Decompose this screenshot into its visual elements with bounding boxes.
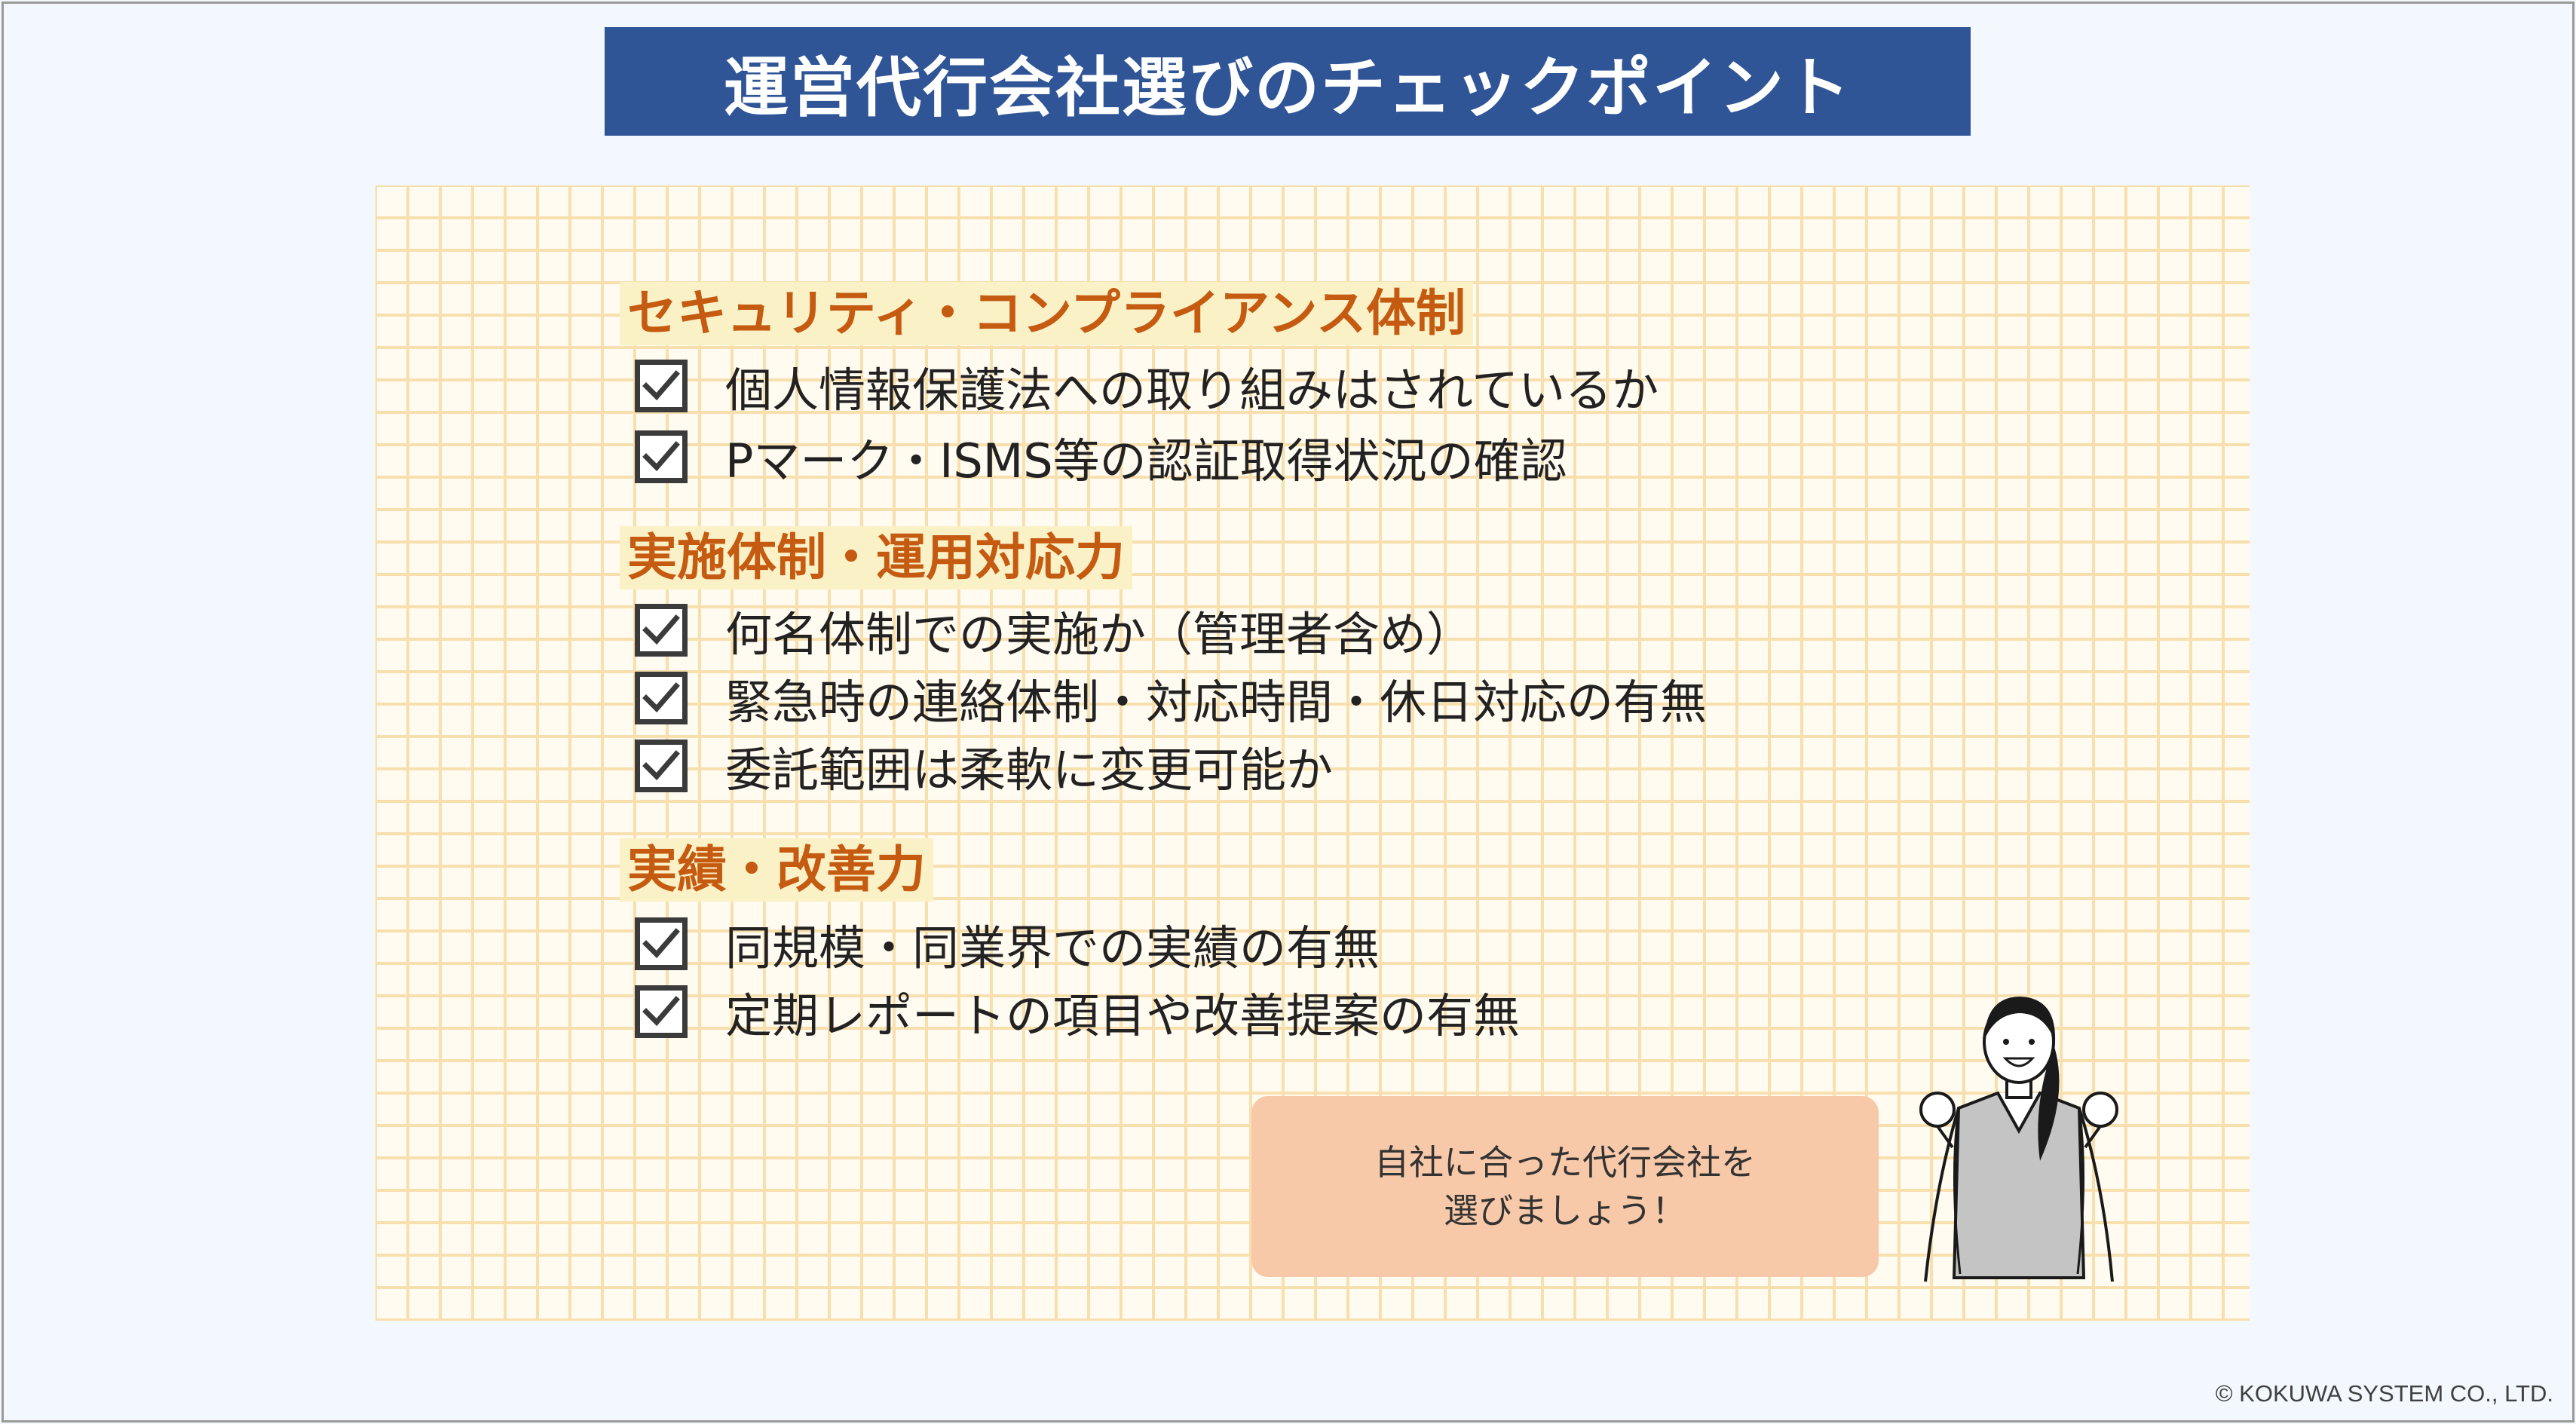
checkbox-checked-icon [635, 672, 688, 724]
checklist-item: 同規模・同業界での実績の有無 [635, 914, 1380, 975]
callout-line-2: 選びましょう！ [1444, 1190, 1686, 1231]
checklist-item: 何名体制での実施か（管理者含め） [635, 600, 1473, 662]
copyright-text: © KOKUWA SYSTEM CO., LTD. [2215, 1380, 2553, 1407]
callout-line-1: 自社に合った代行会社を [1374, 1142, 1756, 1183]
checklist-item: 個人情報保護法への取り組みはされているか [635, 356, 1659, 418]
callout-box: 自社に合った代行会社を 選びましょう！ [1251, 1096, 1879, 1277]
checkbox-checked-icon [635, 917, 688, 970]
section-heading-security: セキュリティ・コンプライアンス体制 [620, 282, 1474, 345]
callout-message: 自社に合った代行会社を 選びましょう！ [1374, 1138, 1756, 1235]
section-heading-track-record: 実績・改善力 [620, 838, 933, 902]
checkbox-checked-icon [635, 604, 688, 657]
checklist-item-label: 個人情報保護法への取り組みはされているか [725, 363, 1659, 418]
checklist-item-label: 緊急時の連絡体制・対応時間・休日対応の有無 [725, 675, 1708, 730]
checklist-item-label: 同規模・同業界での実績の有無 [725, 920, 1380, 975]
checklist-item-label: 何名体制での実施か（管理者含め） [725, 607, 1474, 662]
checklist-item-label: 委託範囲は柔軟に変更可能か [725, 743, 1334, 798]
checklist-item: Pマーク・ISMS等の認証取得状況の確認 [635, 427, 1567, 488]
checklist-item: 緊急時の連絡体制・対応時間・休日対応の有無 [635, 668, 1707, 730]
checkbox-checked-icon [635, 740, 688, 792]
checklist-item: 委託範囲は柔軟に変更可能か [635, 736, 1333, 798]
checkbox-checked-icon [635, 430, 688, 483]
checklist-item-label: 定期レポートの項目や改善提案の有無 [725, 988, 1521, 1043]
title-bar: 運営代行会社選びのチェックポイント [605, 27, 1971, 136]
checkbox-checked-icon [635, 985, 688, 1038]
woman-illustration-icon [1919, 997, 2118, 1282]
checklist-item: 定期レポートの項目や改善提案の有無 [635, 981, 1520, 1043]
checklist-item-label: Pマーク・ISMS等の認証取得状況の確認 [725, 433, 1567, 488]
section-heading-operations: 実施体制・運用対応力 [620, 526, 1132, 590]
page-title: 運営代行会社選びのチェックポイント [724, 50, 1852, 126]
checkbox-checked-icon [635, 360, 688, 412]
